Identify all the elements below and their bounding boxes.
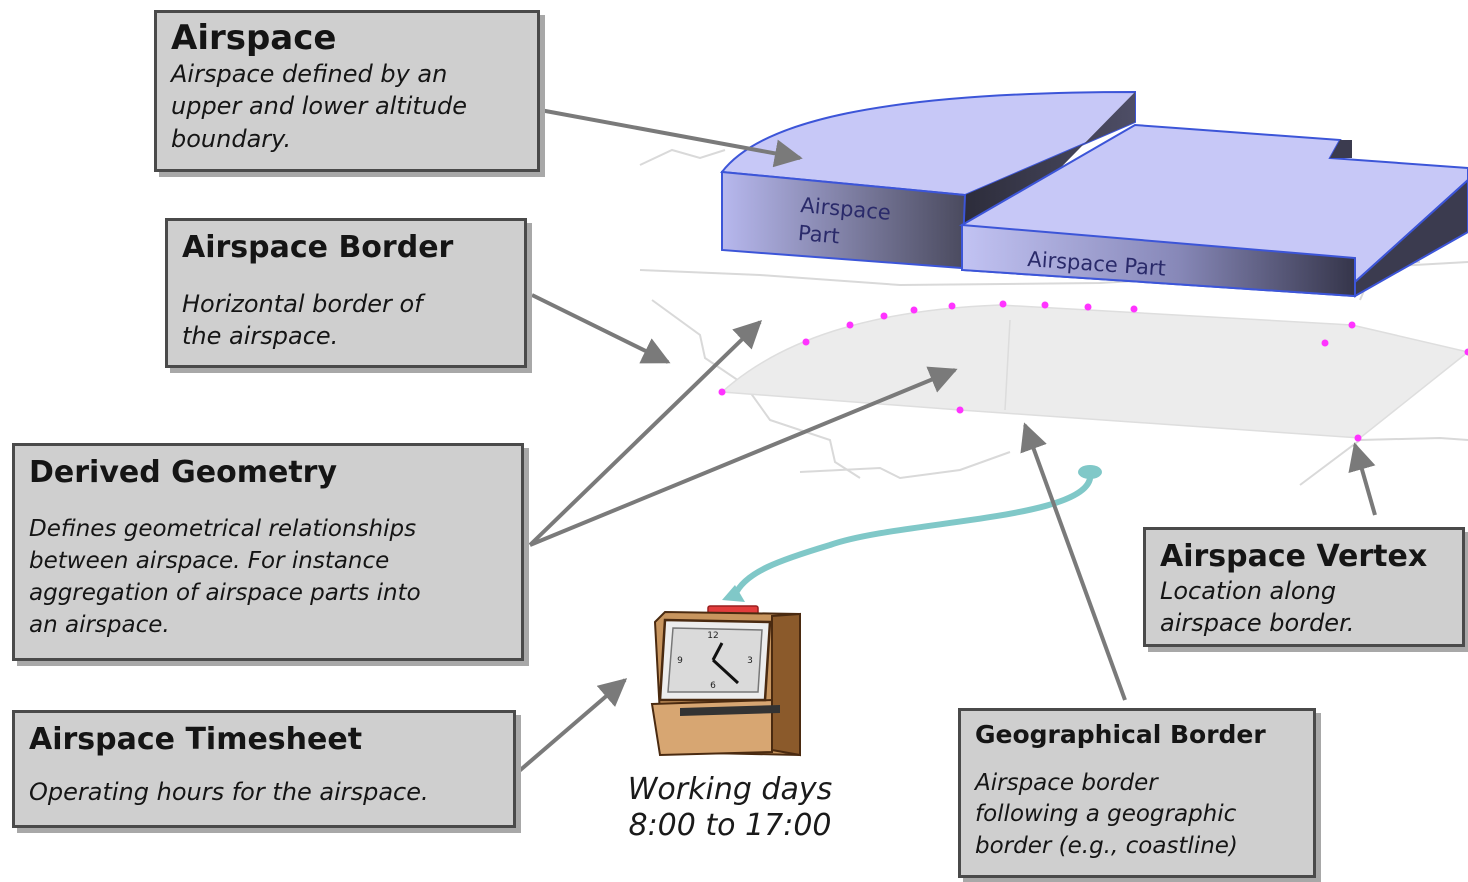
callout-derived-geometry-title: Derived Geometry [29,455,338,490]
callout-geographical-border-desc: Airspace border following a geographic b… [975,769,1238,860]
callout-airspace-desc: Airspace defined by an upper and lower a… [171,60,468,153]
clock-numeral-12: 12 [707,631,718,641]
callout-airspace: Airspace Airspace defined by an upper an… [154,10,540,172]
callout-airspace-timesheet-title: Airspace Timesheet [29,722,363,757]
callout-arrows [516,108,1377,774]
callout-airspace-border: Airspace Border Horizontal border of the… [165,218,527,368]
airspace-vertex-dots [718,300,1468,442]
clock-numeral-6: 6 [710,681,716,691]
time-clock-icon: 12 3 6 9 [650,605,801,757]
callout-airspace-vertex: Airspace Vertex Location along airspace … [1143,527,1465,647]
clock-numeral-3: 3 [747,656,753,666]
callout-derived-geometry-desc: Defines geometrical relationships betwee… [29,515,421,639]
callout-airspace-title: Airspace [171,18,337,58]
airspace-block: Airspace Part Airspace Part [720,90,1468,298]
callout-airspace-timesheet-desc: Operating hours for the airspace. [29,777,429,806]
callout-airspace-timesheet: Airspace Timesheet Operating hours for t… [12,710,516,828]
airspace-border-polygon [720,304,1468,439]
callout-airspace-vertex-desc: Location along airspace border. [1160,576,1355,637]
callout-airspace-border-title: Airspace Border [182,230,454,265]
callout-derived-geometry: Derived Geometry Defines geometrical rel… [12,443,524,661]
timesheet-link [722,465,1102,602]
callout-geographical-border: Geographical Border Airspace border foll… [958,708,1316,878]
callout-geographical-border-title: Geographical Border [975,720,1266,749]
callout-airspace-border-desc: Horizontal border of the airspace. [182,289,423,350]
clock-numeral-9: 9 [677,656,683,666]
working-days-caption: Working days 8:00 to 17:00 [627,772,833,843]
callout-airspace-vertex-title: Airspace Vertex [1160,539,1428,574]
